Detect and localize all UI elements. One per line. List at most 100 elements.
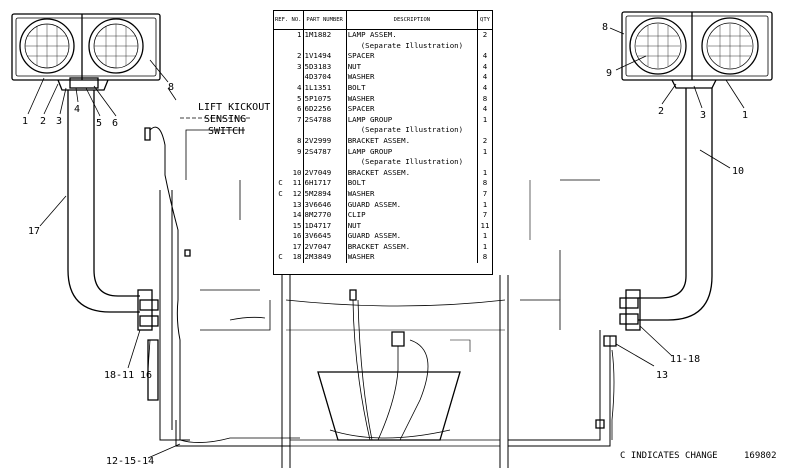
change-flag: [274, 72, 287, 83]
change-flag: [274, 30, 287, 41]
callout-18-11: 18-11: [104, 370, 134, 381]
switch-label-line2: SENSING: [204, 114, 246, 125]
change-flag: [274, 221, 287, 232]
part-number: 1L1351: [303, 82, 347, 94]
description: (Separate Illustration): [346, 40, 479, 52]
part-number: 2S4787: [303, 146, 347, 158]
change-flag: [274, 136, 287, 147]
callout-1-left: 1: [22, 116, 28, 127]
change-flag: [274, 104, 287, 115]
ref-no: 10: [286, 167, 304, 179]
quantity: 8: [482, 178, 488, 188]
header-description: DESCRIPTION: [346, 11, 479, 30]
ref-no: 14: [286, 210, 304, 221]
ref-no: [286, 157, 304, 168]
part-number: 2V7049: [303, 167, 347, 179]
callout-1-right: 1: [742, 110, 748, 121]
quantity: 8: [482, 93, 488, 103]
callout-13: 13: [656, 370, 668, 381]
ref-no: 18: [286, 252, 304, 264]
ref-no: 16: [286, 231, 304, 242]
change-flag: [274, 168, 287, 179]
change-note: C INDICATES CHANGE: [620, 451, 718, 461]
center-cab-section: [229, 275, 509, 468]
quantity: 7: [482, 188, 488, 198]
callout-labels: 1 2 3 4 5 6 8 LIFT KICKOUT SENSING SWITC…: [22, 22, 748, 467]
description: LAMP GROUP: [346, 146, 479, 158]
quantity: [478, 41, 493, 52]
change-flag: C: [278, 178, 283, 188]
part-number: 2S4788: [303, 114, 347, 126]
description: WASHER: [346, 252, 479, 264]
table-row: (Separate Illustration): [274, 125, 492, 136]
left-bracket-assembly: [67, 90, 159, 331]
quantity: 1: [482, 146, 488, 156]
description: BRACKET ASSEM.: [346, 241, 479, 253]
switch-label-line3: SWITCH: [208, 126, 244, 137]
description: SPACER: [346, 104, 479, 115]
table-header-row: REF. NO. PART NUMBER DESCRIPTION QTY: [274, 11, 492, 30]
drawing-code: 169802: [744, 451, 777, 461]
ref-no: 8: [286, 135, 304, 147]
callout-16: 16: [140, 370, 152, 381]
description: SPACER: [346, 51, 479, 62]
ref-no: 11: [286, 178, 304, 189]
header-part-number: PART NUMBER: [303, 11, 347, 30]
part-number: [303, 40, 347, 52]
description: LAMP ASSEM.: [346, 29, 479, 41]
part-number: 3V6645: [303, 231, 347, 242]
callout-3-right: 3: [700, 110, 706, 121]
quantity: 4: [482, 72, 488, 82]
header-ref-no: REF. NO.: [274, 11, 304, 30]
change-flag: [274, 94, 287, 105]
right-frame-and-harness: [508, 179, 617, 447]
ref-no: 2: [286, 51, 304, 62]
ref-no: [286, 40, 304, 52]
left-lamp-group: [11, 13, 161, 91]
right-bracket-assembly: [619, 88, 713, 331]
part-number: 4D3704: [303, 72, 347, 83]
ref-no: [286, 72, 304, 83]
description: WASHER: [346, 72, 479, 83]
part-number: 6D2256: [303, 104, 347, 115]
part-number: 1V1494: [303, 51, 347, 62]
header-qty: QTY: [477, 11, 492, 30]
table-row: (Separate Illustration): [274, 157, 492, 168]
left-lamp-lens-pattern: [25, 24, 138, 68]
quantity: 1: [482, 167, 488, 177]
part-number: 3V6646: [303, 199, 347, 211]
part-number: 2V2999: [303, 135, 347, 147]
callout-9-right: 9: [606, 68, 612, 79]
callout-17: 17: [28, 226, 40, 237]
table-row: (Separate Illustration): [274, 40, 493, 52]
part-number: 8M2770: [303, 210, 347, 221]
description: BOLT: [346, 178, 479, 189]
callout-4-left: 4: [74, 104, 80, 115]
quantity: 4: [482, 82, 488, 92]
description: (Separate Illustration): [346, 157, 479, 168]
change-flag: [274, 210, 287, 221]
change-flag: [274, 147, 287, 158]
quantity: 1: [482, 231, 488, 241]
change-flag: [274, 157, 287, 168]
callout-6-left: 6: [112, 118, 118, 129]
callout-8-left: 8: [168, 82, 174, 93]
ref-no: [286, 125, 304, 136]
ref-no: 7: [286, 114, 304, 126]
change-flag: C: [278, 252, 283, 262]
quantity: 7: [482, 210, 488, 220]
change-flag: [274, 200, 287, 211]
